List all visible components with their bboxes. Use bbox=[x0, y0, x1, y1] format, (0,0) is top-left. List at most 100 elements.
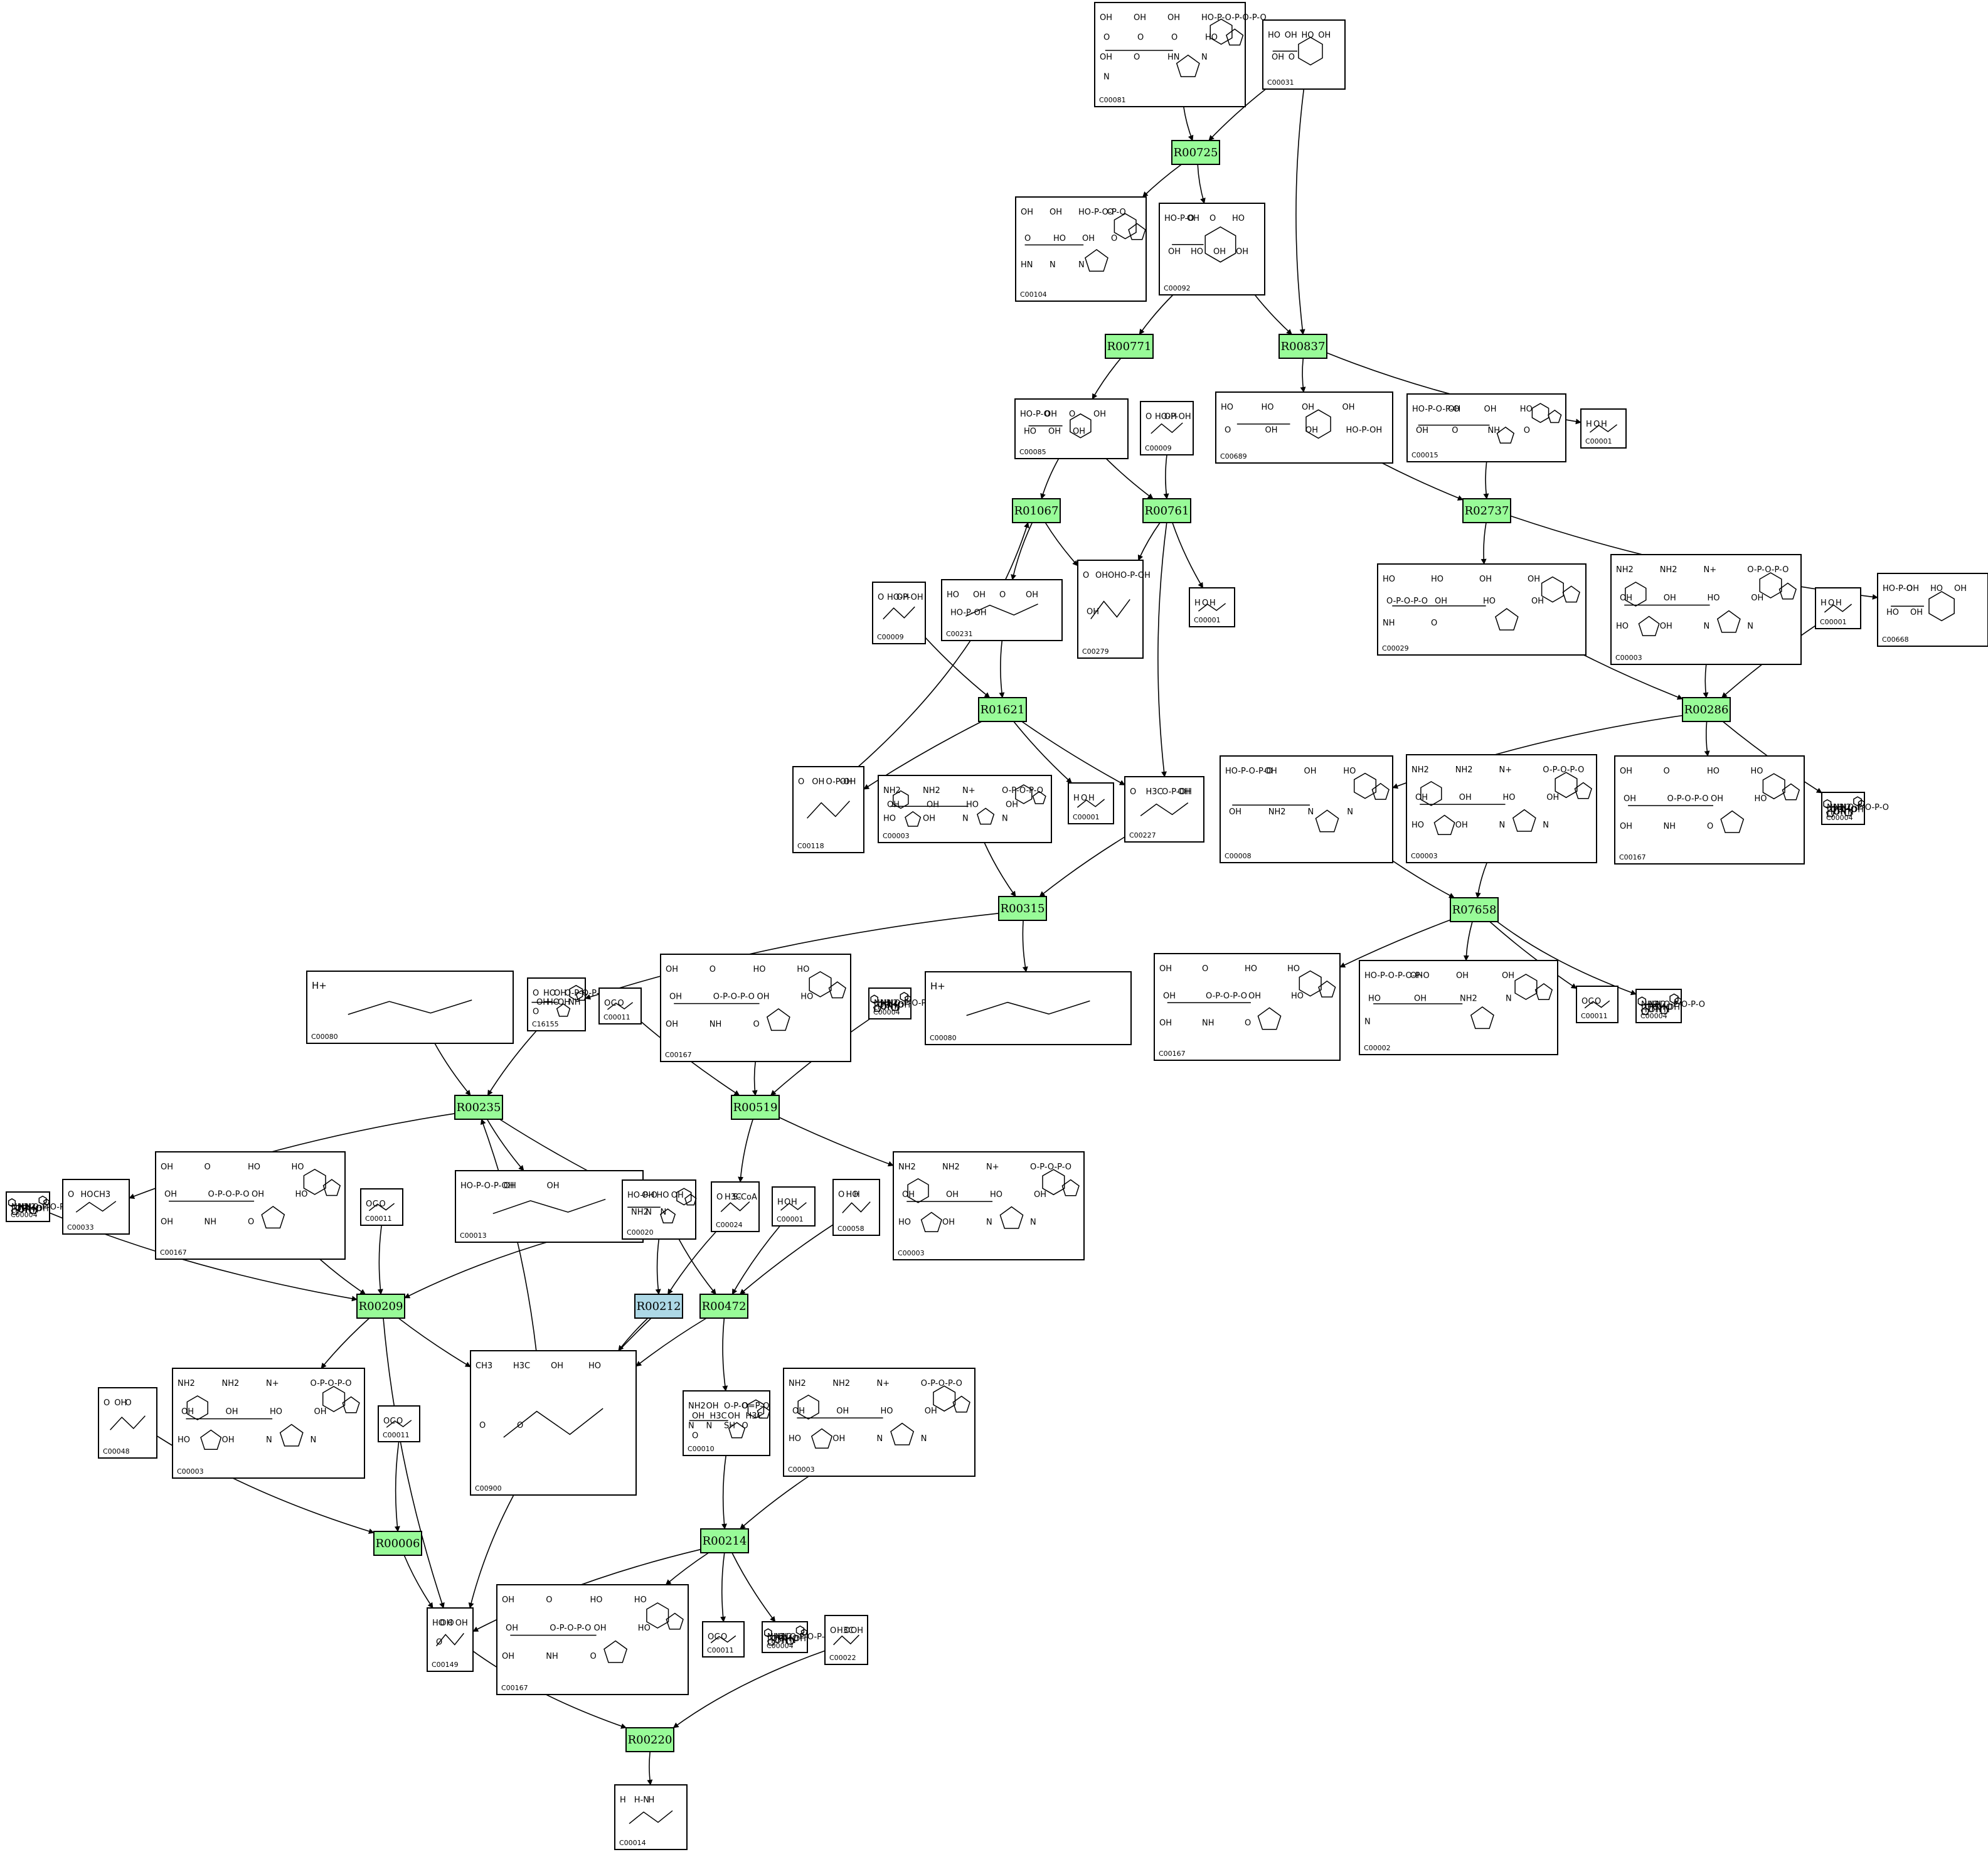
atom-label: OH bbox=[36, 1204, 49, 1213]
reaction-edge bbox=[1475, 862, 1488, 898]
reaction-node-r00220[interactable]: R00220 bbox=[625, 1727, 674, 1752]
atom-label: OH bbox=[222, 1435, 235, 1445]
atom-label: OH bbox=[502, 1595, 514, 1605]
atom-label: O bbox=[546, 1595, 552, 1605]
reaction-box bbox=[699, 1294, 748, 1319]
reaction-node-r00519[interactable]: R00519 bbox=[731, 1095, 780, 1120]
reaction-edge bbox=[1172, 522, 1204, 588]
reaction-node-r00209[interactable]: R00209 bbox=[356, 1294, 405, 1319]
structure-bond bbox=[1638, 615, 1660, 637]
reaction-node-r00771[interactable]: R00771 bbox=[1105, 334, 1154, 359]
atom-label: NH2 bbox=[631, 1208, 649, 1217]
reaction-node-r00235[interactable]: R00235 bbox=[454, 1095, 503, 1120]
reaction-node-r01067[interactable]: R01067 bbox=[1012, 498, 1061, 523]
compound-node-proton[interactable]: H+C00080 bbox=[925, 971, 1132, 1045]
reaction-node-r00761[interactable]: R00761 bbox=[1142, 498, 1191, 523]
structure-bond bbox=[1844, 807, 1853, 816]
reaction-node-r00315[interactable]: R00315 bbox=[998, 896, 1047, 921]
atom-label: NH2 bbox=[942, 1163, 960, 1172]
reaction-edge bbox=[1183, 106, 1194, 141]
compound-node-proton[interactable]: H+C00080 bbox=[306, 971, 514, 1044]
reaction-node-r00006[interactable]: R00006 bbox=[373, 1531, 422, 1556]
atom-label: N bbox=[1103, 73, 1110, 82]
reaction-node-r00212[interactable]: R00212 bbox=[634, 1294, 683, 1319]
reaction-edge bbox=[984, 842, 1016, 897]
atom-label: NH2 bbox=[11, 1203, 29, 1212]
structure-bond bbox=[1659, 1005, 1669, 1014]
reaction-node-r00472[interactable]: R00472 bbox=[699, 1294, 748, 1319]
atom-label: O-P-OH bbox=[1162, 787, 1192, 797]
compound-id-label: C00167 bbox=[1159, 1050, 1186, 1058]
reaction-node-r00286[interactable]: R00286 bbox=[1682, 697, 1731, 722]
atom-label: O bbox=[1581, 997, 1588, 1006]
reaction-node-r01621[interactable]: R01621 bbox=[978, 697, 1027, 722]
atom-label: OH bbox=[671, 1191, 684, 1200]
reaction-edge bbox=[635, 1317, 707, 1367]
reaction-node-r00214[interactable]: R00214 bbox=[700, 1528, 749, 1553]
reaction-node-r00837[interactable]: R00837 bbox=[1278, 334, 1327, 359]
reaction-node-r07658[interactable]: R07658 bbox=[1450, 897, 1499, 922]
atom-label: HO bbox=[800, 993, 813, 1002]
reaction-node-r00725[interactable]: R00725 bbox=[1171, 140, 1220, 165]
reaction-node-r02737[interactable]: R02737 bbox=[1462, 498, 1511, 523]
atom-label: HO bbox=[1053, 234, 1066, 243]
atom-label: OH bbox=[1435, 597, 1447, 606]
atom-label: OH bbox=[1095, 571, 1108, 580]
atom-label: OH bbox=[942, 1218, 955, 1227]
atom-label: OH bbox=[1318, 31, 1331, 40]
